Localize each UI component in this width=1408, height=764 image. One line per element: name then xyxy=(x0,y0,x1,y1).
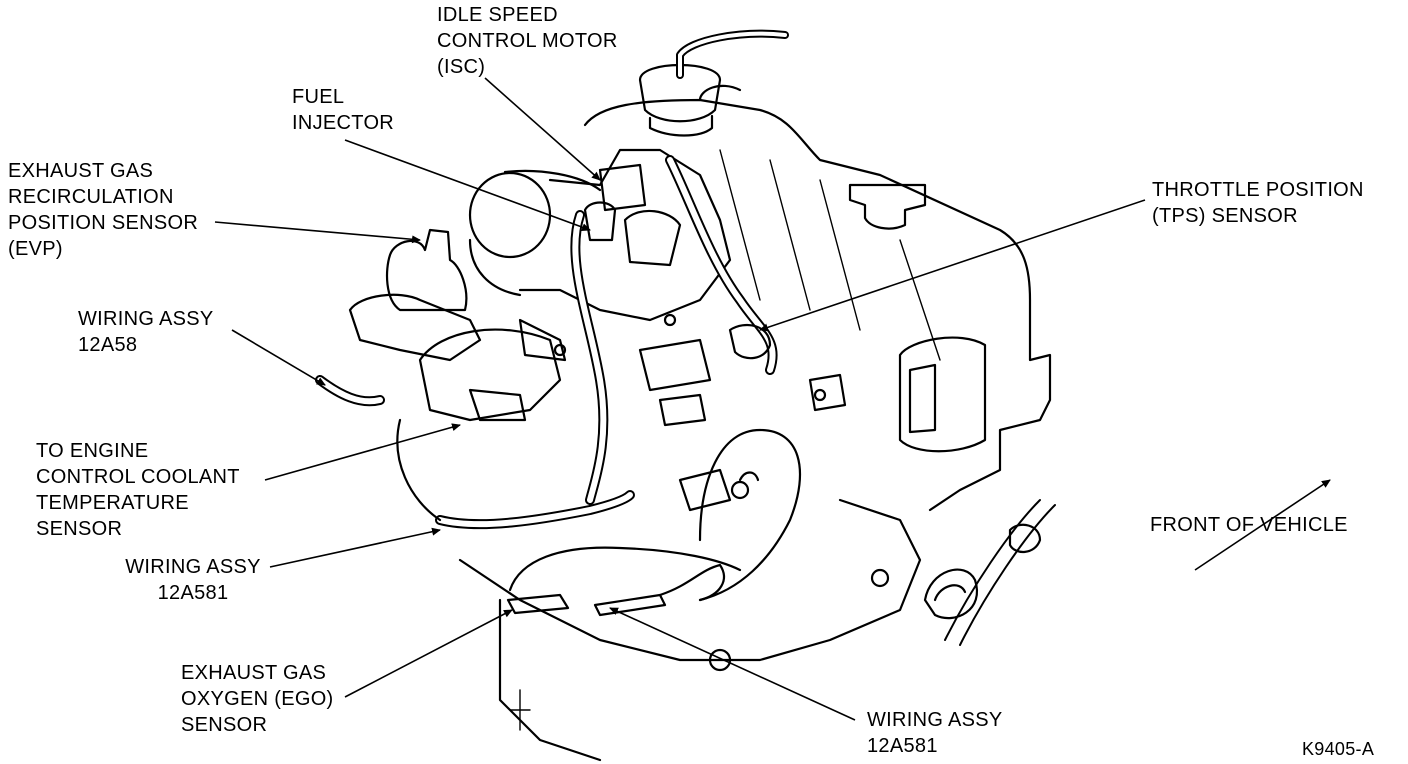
fuel-injector-label-line-1: FUEL xyxy=(292,86,345,108)
tps-label-line-1: THROTTLE POSITION xyxy=(1152,179,1364,201)
tps-label: THROTTLE POSITION (TPS) SENSOR xyxy=(1152,177,1364,229)
ego-label-line-1: EXHAUST GAS xyxy=(181,662,327,684)
wiring-assy-12a58-label: WIRING ASSY 12A58 xyxy=(78,306,214,358)
evp-label-line-2: RECIRCULATION xyxy=(8,186,174,208)
wiring-assy-12a581-left-label: WIRING ASSY 12A581 xyxy=(118,554,268,606)
figure-id: K9405-A xyxy=(1302,739,1375,759)
fuel-injector-label: FUEL INJECTOR xyxy=(292,84,394,136)
coolant-label-line-1: TO ENGINE xyxy=(36,440,149,462)
ego-label-line-3: SENSOR xyxy=(181,714,268,736)
tps-label-line-2: (TPS) SENSOR xyxy=(1152,205,1298,227)
wiring-assy-12a581-bottom-line-1: WIRING ASSY xyxy=(867,709,1003,731)
coolant-label-line-3: TEMPERATURE xyxy=(36,492,189,514)
coolant-label-line-4: SENSOR xyxy=(36,518,123,540)
ego-sensor-label: EXHAUST GAS OXYGEN (EGO) SENSOR xyxy=(181,660,334,738)
coolant-label-line-2: CONTROL COOLANT xyxy=(36,466,240,488)
isc-label: IDLE SPEED CONTROL MOTOR (ISC) xyxy=(437,2,618,80)
front-of-vehicle-label: FRONT OF VEHICLE xyxy=(1150,514,1348,536)
wiring-assy-12a581-bottom-label: WIRING ASSY 12A581 xyxy=(867,707,1003,759)
wiring-assy-12a581-bottom-line-2: 12A581 xyxy=(867,735,938,757)
coolant-sensor-label: TO ENGINE CONTROL COOLANT TEMPERATURE SE… xyxy=(36,438,240,542)
evp-label-line-3: POSITION SENSOR xyxy=(8,212,199,234)
wiring-assy-12a58-line-1: WIRING ASSY xyxy=(78,308,214,330)
isc-label-line-3: (ISC) xyxy=(437,56,486,78)
isc-label-line-1: IDLE SPEED xyxy=(437,4,558,26)
isc-label-line-2: CONTROL MOTOR xyxy=(437,30,618,52)
wiring-assy-12a58-line-2: 12A58 xyxy=(78,334,138,356)
evp-label-line-4: (EVP) xyxy=(8,238,63,260)
evp-label: EXHAUST GAS RECIRCULATION POSITION SENSO… xyxy=(8,158,198,262)
wiring-assy-12a581-left-line-1: WIRING ASSY xyxy=(125,556,261,578)
wiring-assy-12a581-left-line-2: 12A581 xyxy=(157,582,229,604)
fuel-injector-label-line-2: INJECTOR xyxy=(292,112,395,134)
evp-label-line-1: EXHAUST GAS xyxy=(8,160,154,182)
ego-label-line-2: OXYGEN (EGO) xyxy=(181,688,334,710)
